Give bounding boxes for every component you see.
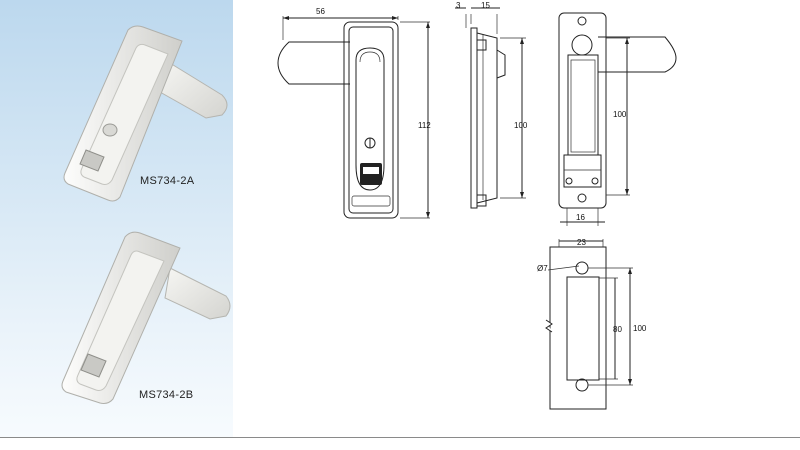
side-width-dim: 15 bbox=[481, 1, 490, 10]
cutout-view bbox=[545, 239, 633, 410]
side-height-dim: 100 bbox=[514, 121, 528, 130]
cutout-inner-height-dim: 80 bbox=[613, 325, 622, 334]
cutout-width-dim: 23 bbox=[577, 238, 586, 247]
rear-width-dim: 16 bbox=[576, 213, 585, 222]
bottom-divider bbox=[0, 437, 800, 438]
hole-diameter-dim: Ø7 bbox=[537, 264, 548, 273]
rear-view bbox=[558, 12, 677, 226]
front-height-dim: 112 bbox=[418, 121, 431, 130]
side-offset-dim: 3 bbox=[456, 1, 461, 10]
front-view bbox=[277, 16, 430, 219]
front-width-dim: 56 bbox=[316, 7, 325, 16]
product-label-b: MS734-2B bbox=[139, 389, 194, 401]
product-photo-a bbox=[63, 25, 228, 202]
product-label-a: MS734-2A bbox=[140, 175, 195, 187]
side-view bbox=[455, 7, 526, 209]
product-photo-b bbox=[61, 231, 231, 404]
rear-height-dim: 100 bbox=[613, 110, 627, 119]
cutout-outer-height-dim: 100 bbox=[633, 324, 647, 333]
